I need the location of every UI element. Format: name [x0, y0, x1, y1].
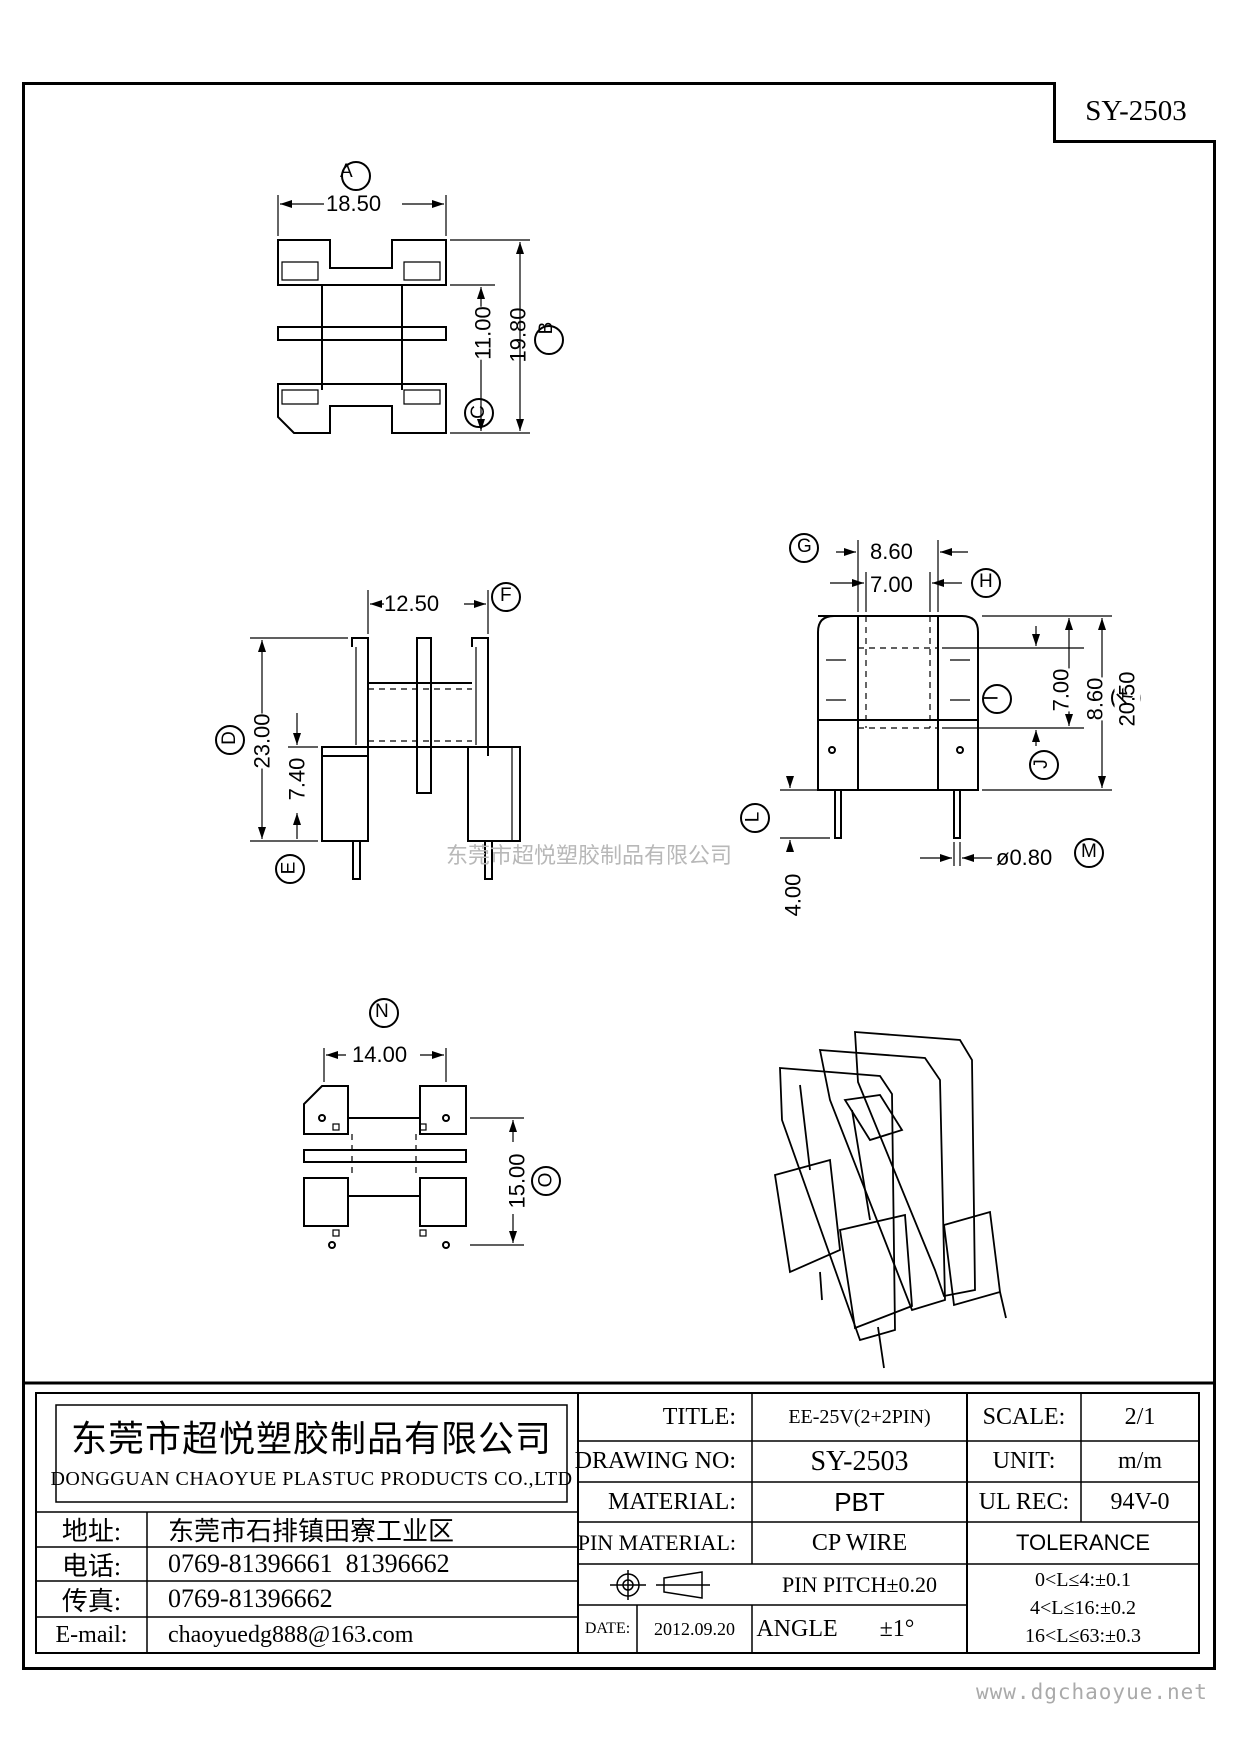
dim-c: 11.00	[470, 306, 497, 360]
dim-l: 4.00	[780, 873, 806, 917]
company-name-en: DONGGUAN CHAOYUE PLASTUC PRODUCTS CO.,LT…	[50, 1467, 573, 1490]
dim-f: 12.50	[384, 591, 440, 617]
address-label: 地址:	[61, 1517, 122, 1546]
label-d: D	[218, 731, 240, 745]
label-b: B	[536, 321, 557, 335]
dim-d: 23.00	[249, 713, 276, 769]
email-label: E-mail:	[55, 1621, 128, 1648]
pin-material-value: CP WIRE	[811, 1529, 908, 1556]
label-i: I	[981, 695, 1003, 701]
date-value: 2012.09.20	[654, 1618, 735, 1639]
drawing-no-value: SY-2503	[810, 1445, 909, 1477]
label-g: G	[797, 536, 812, 557]
phone-label: 电话:	[61, 1551, 122, 1581]
label-h: H	[979, 571, 993, 592]
dim-m: ø0.80	[996, 845, 1053, 870]
label-o: O	[535, 1172, 557, 1188]
title-label: TITLE:	[662, 1403, 736, 1430]
top-view	[277, 161, 564, 434]
dim-a: 18.50	[326, 191, 382, 217]
material-value: PBT	[834, 1486, 885, 1517]
fax-label: 传真:	[61, 1586, 122, 1616]
angle-value: ±1°	[879, 1615, 915, 1642]
tolerance-row-2: 4<L≤16:±0.2	[1029, 1596, 1136, 1619]
dim-j: 8.60	[1082, 677, 1109, 721]
label-j: J	[1030, 759, 1052, 769]
label-c: C	[467, 405, 489, 419]
dim-i: 7.00	[1048, 668, 1075, 712]
unit-label: UNIT:	[992, 1448, 1056, 1474]
watermark: 东莞市超悦塑胶制品有限公司	[446, 843, 733, 868]
ul-rec-value: 94V-0	[1110, 1488, 1170, 1515]
scale-value: 2/1	[1124, 1403, 1156, 1430]
fax-value: 0769-81396662	[168, 1584, 333, 1613]
dim-e: 7.40	[284, 757, 310, 801]
phone-value: 0769-81396661 81396662	[168, 1549, 450, 1578]
label-f: F	[500, 585, 512, 606]
bottom-view	[303, 998, 561, 1249]
material-label: MATERIAL:	[608, 1488, 736, 1515]
email-value[interactable]: chaoyuedg888@163.com	[168, 1621, 414, 1648]
scale-label: SCALE:	[982, 1403, 1066, 1430]
label-l: L	[742, 811, 764, 823]
dim-h: 7.00	[870, 572, 913, 597]
tolerance-row-3: 16<L≤63:±0.3	[1024, 1624, 1141, 1647]
dim-n: 14.00	[352, 1042, 408, 1068]
isometric-view	[773, 1031, 1007, 1369]
pin-pitch: PIN PITCH±0.20	[781, 1571, 938, 1597]
angle-label: ANGLE	[756, 1615, 838, 1642]
tolerance-row-1: 0<L≤4:±0.1	[1034, 1568, 1131, 1591]
dim-b: 19.80	[505, 307, 531, 363]
tolerance-label: TOLERANCE	[1015, 1530, 1151, 1555]
title-value: EE-25V(2+2PIN)	[788, 1405, 931, 1428]
side-view	[740, 533, 1141, 868]
label-e: E	[278, 861, 300, 875]
label-n: N	[375, 1001, 389, 1022]
dim-g: 8.60	[870, 539, 913, 564]
unit-value: m/m	[1117, 1448, 1162, 1474]
ul-rec-label: UL REC:	[978, 1488, 1070, 1515]
pin-material-label: PIN MATERIAL:	[577, 1530, 736, 1555]
company-name-cn: 东莞市超悦塑胶制品有限公司	[70, 1419, 552, 1459]
website-watermark: www.dgchaoyue.net	[976, 1680, 1208, 1704]
date-label: DATE:	[584, 1620, 631, 1637]
label-m: M	[1081, 841, 1097, 862]
label-a: A	[340, 161, 353, 182]
drawing-border	[22, 82, 1216, 1670]
drawing-code-box: SY-2503	[1053, 82, 1216, 143]
drawing-no-label: DRAWING NO:	[574, 1448, 736, 1474]
dim-o: 15.00	[504, 1153, 531, 1209]
address-value: 东莞市石排镇田寮工业区	[168, 1517, 455, 1546]
drawing-code: SY-2503	[1085, 94, 1187, 127]
